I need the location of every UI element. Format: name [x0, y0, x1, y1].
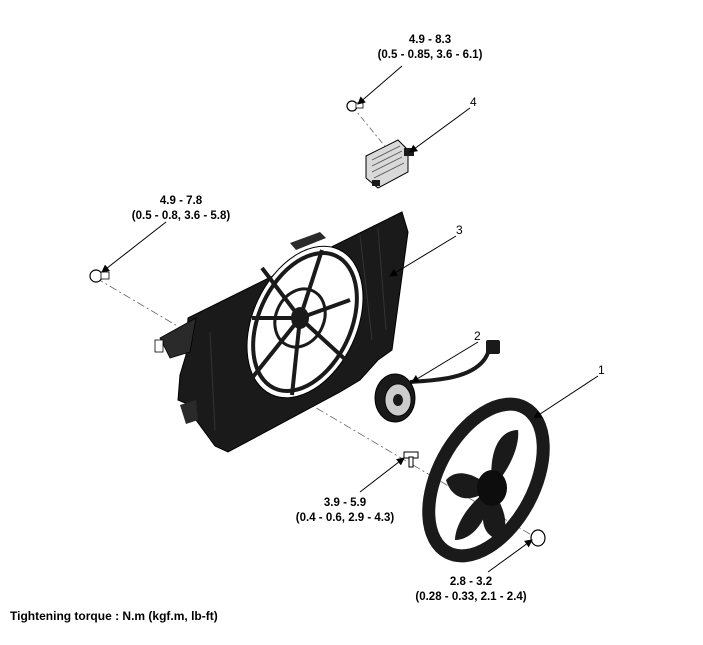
torque-label-bottom: 2.8 - 3.2 (0.28 - 0.33, 2.1 - 2.4)	[415, 575, 526, 605]
torque-units-note: Tightening torque : N.m (kgf.m, lb-ft)	[10, 609, 218, 623]
fan-controller	[365, 139, 414, 189]
bolt-top	[346, 100, 364, 112]
bolt-middle	[403, 451, 419, 468]
fan-blade	[422, 397, 550, 563]
leader-callout-3	[389, 235, 457, 277]
leader-callout-4	[409, 107, 471, 153]
torque-bottom-value: 2.8 - 3.2	[449, 576, 493, 588]
torque-top-alt: (0.5 - 0.85, 3.6 - 6.1)	[377, 49, 483, 61]
callout-3: 3	[456, 223, 463, 237]
controller-centerline	[351, 105, 389, 151]
clip-shroud	[154, 339, 164, 353]
torque-bottom-alt: (0.28 - 0.33, 2.1 - 2.4)	[415, 591, 527, 603]
leader-torque-bottom	[487, 539, 533, 573]
leader-callout-2	[411, 341, 479, 383]
callout-4: 4	[470, 95, 477, 109]
torque-middle-alt: (0.4 - 0.6, 2.9 - 4.3)	[295, 512, 395, 524]
leader-torque-left	[101, 221, 167, 273]
torque-label-left: 4.9 - 7.8 (0.5 - 0.8, 3.6 - 5.8)	[132, 194, 230, 224]
torque-label-middle: 3.9 - 5.9 (0.4 - 0.6, 2.9 - 4.3)	[296, 496, 394, 526]
leader-callout-1	[533, 375, 599, 419]
nut-bottom	[530, 529, 546, 547]
torque-top-value: 4.9 - 8.3	[408, 34, 452, 46]
torque-label-top: 4.9 - 8.3 (0.5 - 0.85, 3.6 - 6.1)	[378, 33, 483, 63]
callout-1: 1	[598, 363, 605, 377]
torque-left-alt: (0.5 - 0.8, 3.6 - 5.8)	[131, 210, 231, 222]
fan-motor	[374, 340, 500, 423]
assembly-centerline	[95, 277, 541, 541]
fan-shroud	[159, 211, 409, 453]
leader-torque-top	[357, 65, 403, 105]
callout-2: 2	[474, 329, 481, 343]
torque-middle-value: 3.9 - 5.9	[323, 497, 367, 509]
leader-torque-middle	[359, 457, 405, 493]
torque-left-value: 4.9 - 7.8	[159, 195, 203, 207]
bolt-left	[89, 269, 110, 283]
